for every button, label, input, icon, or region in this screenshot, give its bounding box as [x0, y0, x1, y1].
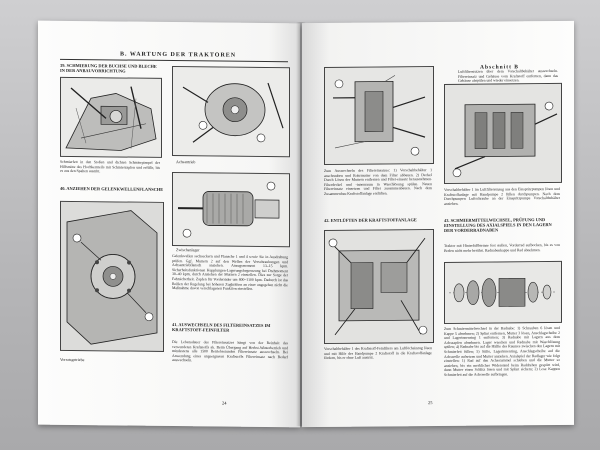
- open-manual: B. WARTUNG DER TRAKTOREN 39. SCHMIERUNG …: [38, 20, 574, 428]
- left-head-rule: [60, 58, 288, 63]
- figure-hitch-drawing: [60, 76, 162, 158]
- figure-intermediate-bearing-drawing: [172, 172, 290, 248]
- section-42-heading: 42. ENTLÜFTEN DER KRAFTSTOFFANLAGE: [324, 217, 417, 223]
- caption-zwischenlager: Zwischenlager: [176, 247, 200, 253]
- section-40-heading: 40. ANZIEHEN DER GELENKWELLENFLANSCHE: [60, 185, 164, 192]
- fuel-system-illustration: [325, 230, 433, 343]
- fuel-filter-illustration: [325, 67, 433, 164]
- figure-fuel-system-drawing: [324, 229, 434, 344]
- figure-fuel-filter-drawing: [324, 66, 434, 165]
- section-top-left-text: Zum Auswechseln des Filtereinsatzes: 1) …: [324, 168, 432, 196]
- hitch-illustration: [61, 77, 161, 157]
- left-page-number: 24: [222, 400, 227, 406]
- axle-drive-illustration: [173, 67, 289, 157]
- section-43-text: Traktor mit Hinterfußbremse fest stellen…: [444, 242, 560, 253]
- section-39-text: Schmierfett in den Stoßen und dichten Sc…: [60, 159, 160, 174]
- book-gutter: [296, 22, 306, 426]
- figure-wheel-hub-drawing: [444, 260, 562, 324]
- section-43-heading: 43. SCHMIERMITTELWECHSEL, PRÜFUNG UND EI…: [444, 217, 552, 233]
- section-right-middle-text: Vorschaltbehälter 1 im Luftfiltereinzug …: [444, 186, 560, 206]
- caption-achsantrieb: Achsantrieb: [176, 159, 196, 165]
- left-running-head: B. WARTUNG DER TRAKTOREN: [120, 51, 237, 59]
- caption-vorratsgetriebe: Vorratsgetriebe: [60, 356, 85, 363]
- wheel-hub-illustration: [445, 261, 561, 323]
- section-42-text: Vorschaltbehälter 1 des Kraftstoff-Feinf…: [324, 346, 432, 361]
- left-page: B. WARTUNG DER TRAKTOREN 39. SCHMIERUNG …: [38, 20, 300, 428]
- figure-axle-drive-drawing: [172, 66, 290, 158]
- right-page: Abschnitt B Luftfilterstutzen über dem V…: [302, 20, 574, 428]
- section-top-text: Luftfilterstutzen über dem Vorschaltbehä…: [458, 68, 558, 84]
- flange-illustration: [61, 201, 163, 351]
- section-43-list: Zum Schmiermittelwechsel in der Radnabe:…: [444, 325, 560, 377]
- figure-hand-pump-drawing: [444, 82, 562, 184]
- section-41-text: Die Lebensdauer des Filtereinsatzes häng…: [172, 340, 288, 363]
- hand-pump-illustration: [445, 83, 561, 183]
- section-40-text: Gelenkwellen sechseckern und Flansche 1 …: [172, 254, 288, 292]
- intermediate-bearing-illustration: [173, 173, 289, 247]
- section-41-heading: 41. AUSWECHSELN DES FILTEREINSATZES IM K…: [172, 322, 271, 333]
- right-page-number: 25: [428, 400, 433, 406]
- figure-flange-drawing: [60, 200, 164, 352]
- section-39-heading: 39. SCHMIERUNG DER BUCHSE UND BLECHE IN …: [60, 62, 157, 74]
